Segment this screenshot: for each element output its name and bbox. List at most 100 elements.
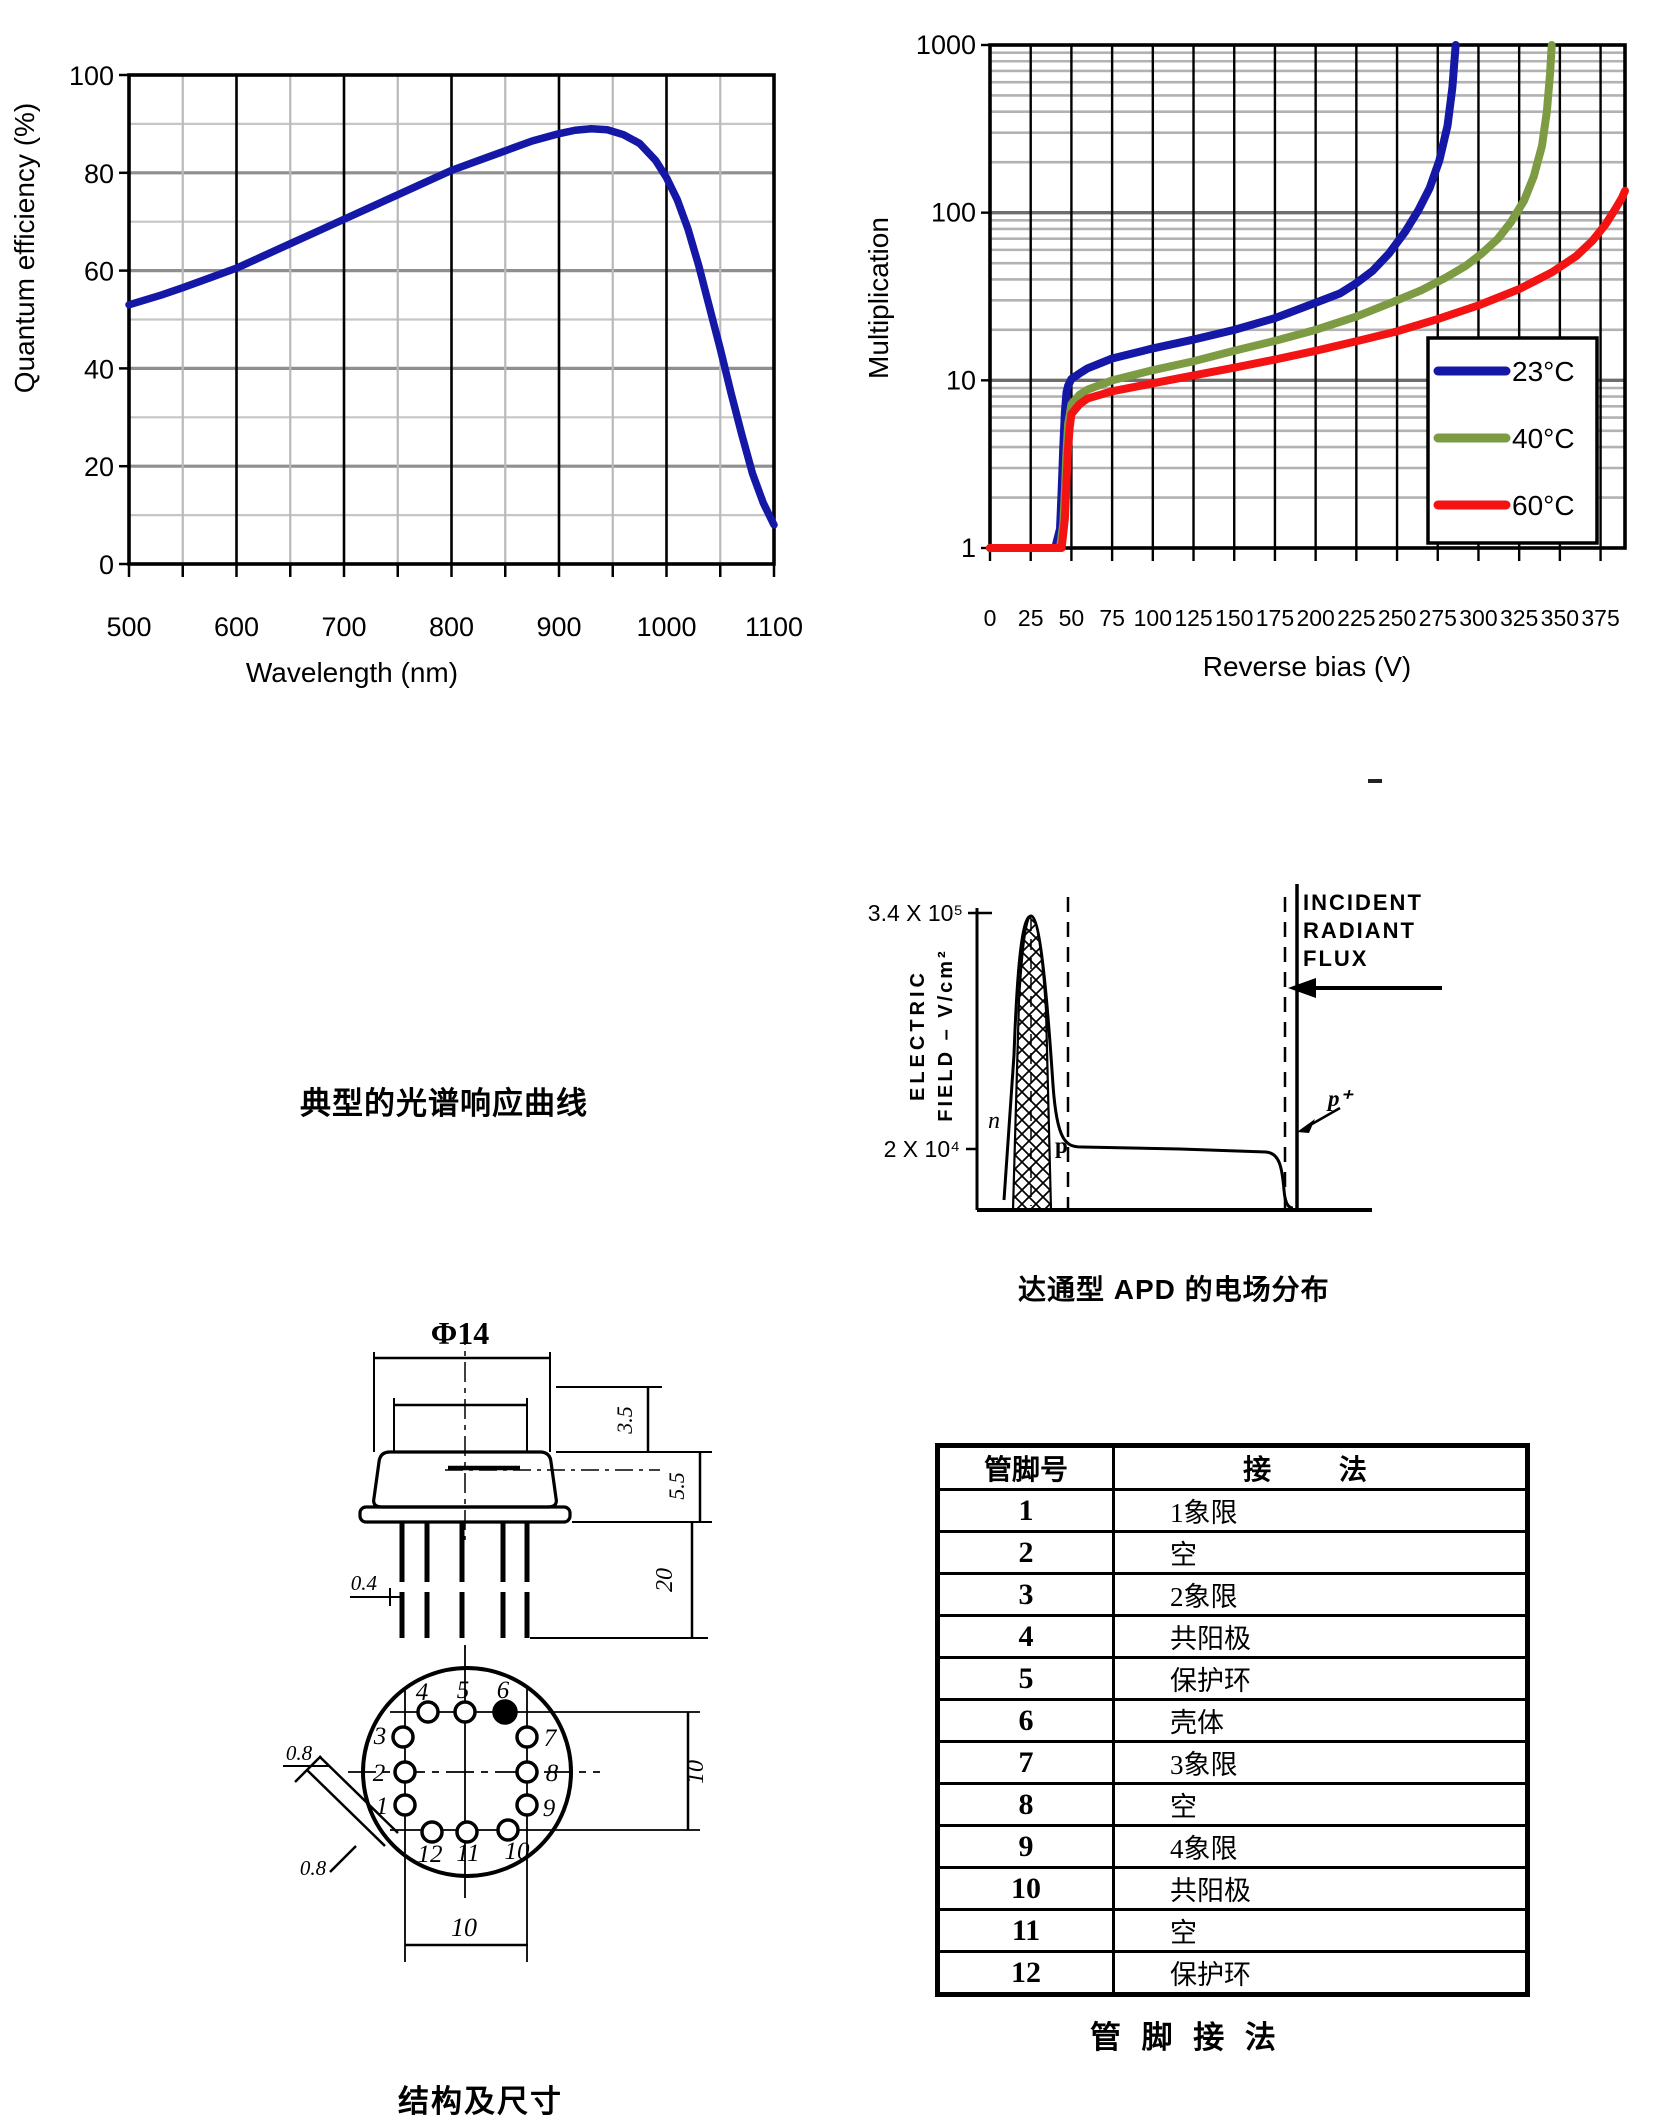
spectral-response-caption: 典型的光谱响应曲线 xyxy=(300,1086,588,1121)
svg-text:80: 80 xyxy=(84,159,114,189)
legend-label: 60°C xyxy=(1512,490,1575,521)
svg-text:8: 8 xyxy=(546,1760,559,1787)
svg-text:50: 50 xyxy=(1059,605,1085,631)
svg-text:40: 40 xyxy=(84,354,114,384)
package-outline-circle xyxy=(361,1666,573,1878)
connection-cell: 1象限 xyxy=(1112,1488,1529,1533)
svg-text:150: 150 xyxy=(1215,605,1253,631)
region-p-label: p xyxy=(1055,1133,1068,1158)
field-y-top-label: 3.4 X 10⁵ xyxy=(868,900,963,926)
pin-circles xyxy=(391,1699,539,1844)
region-p-plus-label: p⁺ xyxy=(1326,1086,1355,1111)
mechanical-drawing: Φ14 0.4 xyxy=(283,1315,712,1962)
svg-text:100: 100 xyxy=(69,61,114,91)
connection-cell: 空 xyxy=(1112,1908,1529,1953)
can-body xyxy=(358,1450,660,1524)
svg-text:1000: 1000 xyxy=(636,612,696,642)
bottom-view-dimensions xyxy=(405,1712,690,1947)
pin-number-cell: 5 xyxy=(936,1656,1115,1701)
svg-text:0: 0 xyxy=(99,550,114,580)
pin-6-filled xyxy=(492,1699,518,1725)
svg-text:275: 275 xyxy=(1419,605,1457,631)
header-connection: 接 法 xyxy=(1112,1444,1529,1491)
pin-number-cell: 7 xyxy=(936,1740,1115,1785)
svg-text:350: 350 xyxy=(1541,605,1579,631)
dim-10-bottom-label: 10 xyxy=(451,1913,477,1942)
p-plus-arrow xyxy=(1297,1106,1341,1133)
svg-text:75: 75 xyxy=(1099,605,1125,631)
top-dimension-lines xyxy=(373,1325,551,1540)
connection-cell: 保护环 xyxy=(1112,1656,1529,1701)
pin-number-cell: 6 xyxy=(936,1698,1115,1743)
pin-number-cell: 12 xyxy=(936,1950,1115,1996)
scan-artifact-dash xyxy=(1368,779,1382,783)
svg-text:10: 10 xyxy=(505,1838,531,1865)
dim-0-8b-label: 0.8 xyxy=(300,1856,327,1880)
svg-text:10: 10 xyxy=(946,365,976,395)
svg-text:175: 175 xyxy=(1256,605,1294,631)
dim-5-5-label: 5.5 xyxy=(664,1472,689,1500)
connection-cell: 3象限 xyxy=(1112,1740,1529,1785)
dim-3-5-label: 3.5 xyxy=(612,1406,637,1435)
svg-text:375: 375 xyxy=(1581,605,1619,631)
svg-text:900: 900 xyxy=(536,612,581,642)
right-dimensions xyxy=(530,1386,712,1639)
curve-quantum-efficiency xyxy=(125,125,778,529)
curve-23C xyxy=(986,41,1460,552)
svg-text:7: 7 xyxy=(544,1725,558,1752)
curve-60C xyxy=(986,186,1629,552)
svg-text:4: 4 xyxy=(416,1679,429,1706)
pin-number-cell: 9 xyxy=(936,1824,1115,1869)
svg-text:60: 60 xyxy=(84,257,114,287)
legend-label: 40°C xyxy=(1512,423,1575,454)
svg-text:600: 600 xyxy=(214,612,259,642)
svg-text:250: 250 xyxy=(1378,605,1416,631)
key-tab xyxy=(283,1755,399,1873)
svg-text:100: 100 xyxy=(1134,605,1172,631)
connection-cell: 共阳极 xyxy=(1112,1614,1529,1659)
svg-text:1000: 1000 xyxy=(916,30,976,60)
field-distribution-caption: 达通型 APD 的电场分布 xyxy=(1018,1274,1330,1305)
svg-text:325: 325 xyxy=(1500,605,1538,631)
incident-flux-arrow xyxy=(1288,978,1442,998)
connection-cell: 壳体 xyxy=(1112,1698,1529,1743)
pin-number-cell: 1 xyxy=(936,1488,1115,1533)
svg-text:Wavelength (nm): Wavelength (nm) xyxy=(246,657,458,688)
svg-text:800: 800 xyxy=(429,612,474,642)
svg-text:INCIDENT: INCIDENT xyxy=(1303,890,1423,915)
pins-side-view xyxy=(399,1522,530,1638)
connection-cell: 空 xyxy=(1112,1530,1529,1575)
svg-text:2: 2 xyxy=(373,1760,386,1787)
svg-text:500: 500 xyxy=(106,612,151,642)
svg-text:225: 225 xyxy=(1337,605,1375,631)
dim-10-right-label: 10 xyxy=(683,1760,709,1784)
svg-text:20: 20 xyxy=(84,452,114,482)
pin-number-cell: 11 xyxy=(936,1908,1115,1953)
svg-text:6: 6 xyxy=(497,1677,510,1704)
svg-text:5: 5 xyxy=(457,1677,470,1704)
legend: 23°C40°C60°C xyxy=(1426,336,1599,545)
svg-text:25: 25 xyxy=(1018,605,1044,631)
pin-number-cell: 2 xyxy=(936,1530,1115,1575)
svg-text:125: 125 xyxy=(1174,605,1212,631)
pin-diameter-dim: 0.4 xyxy=(350,1571,400,1606)
svg-text:3: 3 xyxy=(373,1723,387,1750)
header-pin-number: 管脚号 xyxy=(936,1444,1115,1491)
svg-text:Quantum efficiency (%): Quantum efficiency (%) xyxy=(9,103,40,394)
incident-flux-label: INCIDENT RADIANT FLUX xyxy=(1303,890,1423,971)
svg-text:0: 0 xyxy=(984,605,997,631)
svg-text:RADIANT: RADIANT xyxy=(1303,918,1416,943)
